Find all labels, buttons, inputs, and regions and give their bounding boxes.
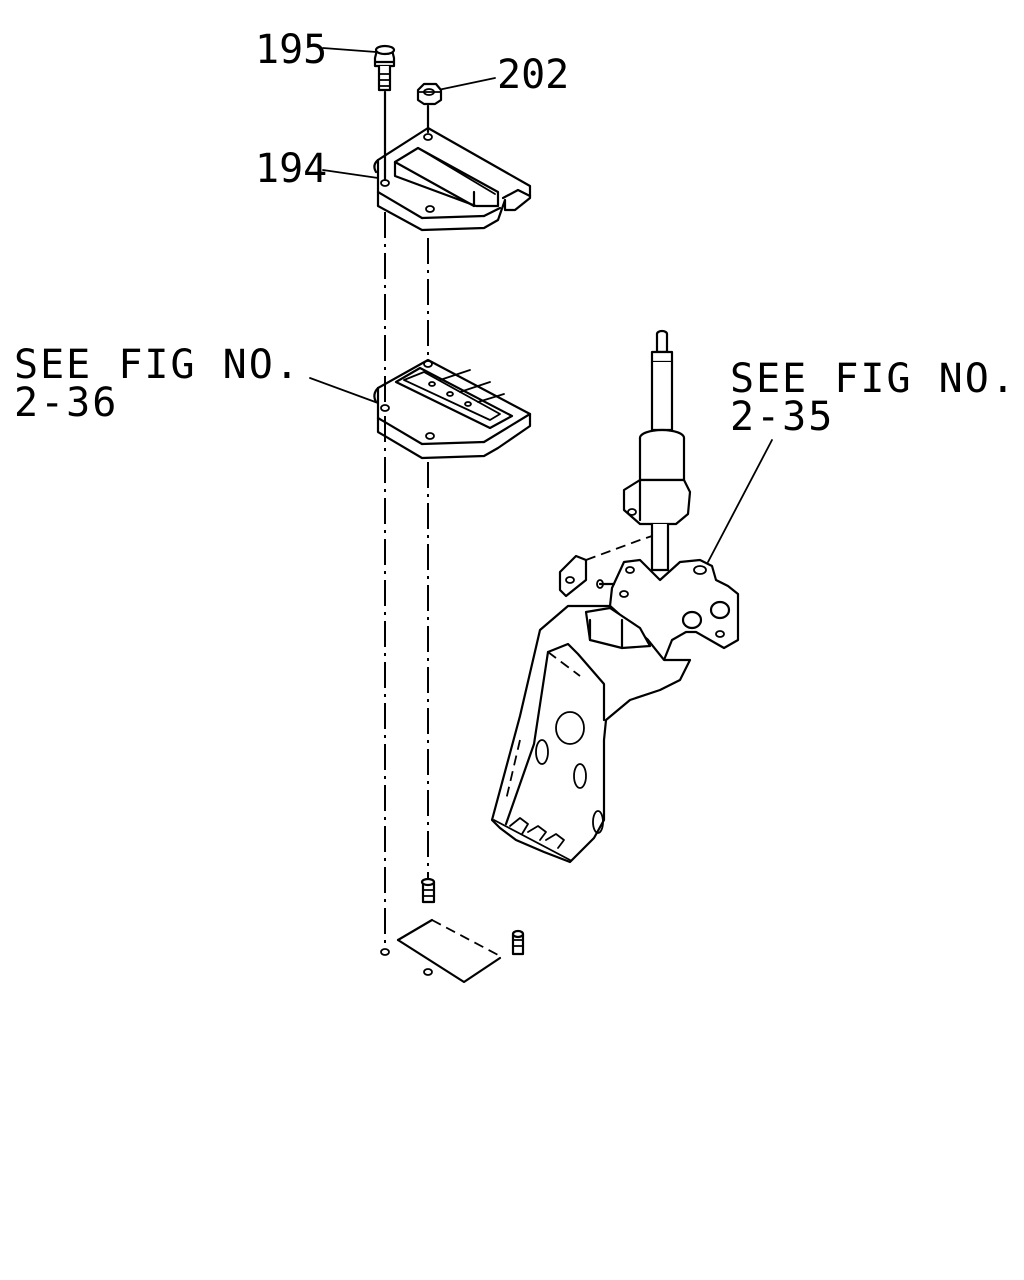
pin-lower [420, 877, 436, 904]
bracket-194 [373, 126, 532, 232]
reference-fig-2-36-line2: 2-36 [14, 380, 118, 426]
shift-lever-assembly [490, 329, 740, 864]
leader-194 [322, 169, 379, 179]
callout-202: 202 [497, 52, 569, 98]
leader-fig-2-36 [309, 377, 379, 404]
floor-gasket [396, 918, 502, 984]
reference-fig-2-35-line2: 2-35 [730, 394, 834, 440]
alignment-lines [383, 90, 430, 948]
reference-fig-2-36: SEE FIG NO. 2-36 [14, 342, 301, 426]
plate-fig-2-36 [373, 358, 532, 460]
reference-fig-2-35-line1: SEE FIG NO. [730, 356, 1017, 402]
callout-194: 194 [255, 146, 327, 192]
stud-side [511, 929, 525, 956]
callout-195: 195 [255, 27, 327, 73]
leader-202 [437, 77, 496, 91]
hole-lower-left [380, 948, 390, 956]
nut-202 [416, 82, 443, 106]
reference-fig-2-35: SEE FIG NO. 2-35 [730, 356, 1017, 440]
bolt-195 [373, 44, 396, 92]
leader-195 [322, 47, 377, 53]
leader-fig-2-35 [707, 439, 773, 563]
reference-fig-2-36-line1: SEE FIG NO. [14, 342, 301, 388]
